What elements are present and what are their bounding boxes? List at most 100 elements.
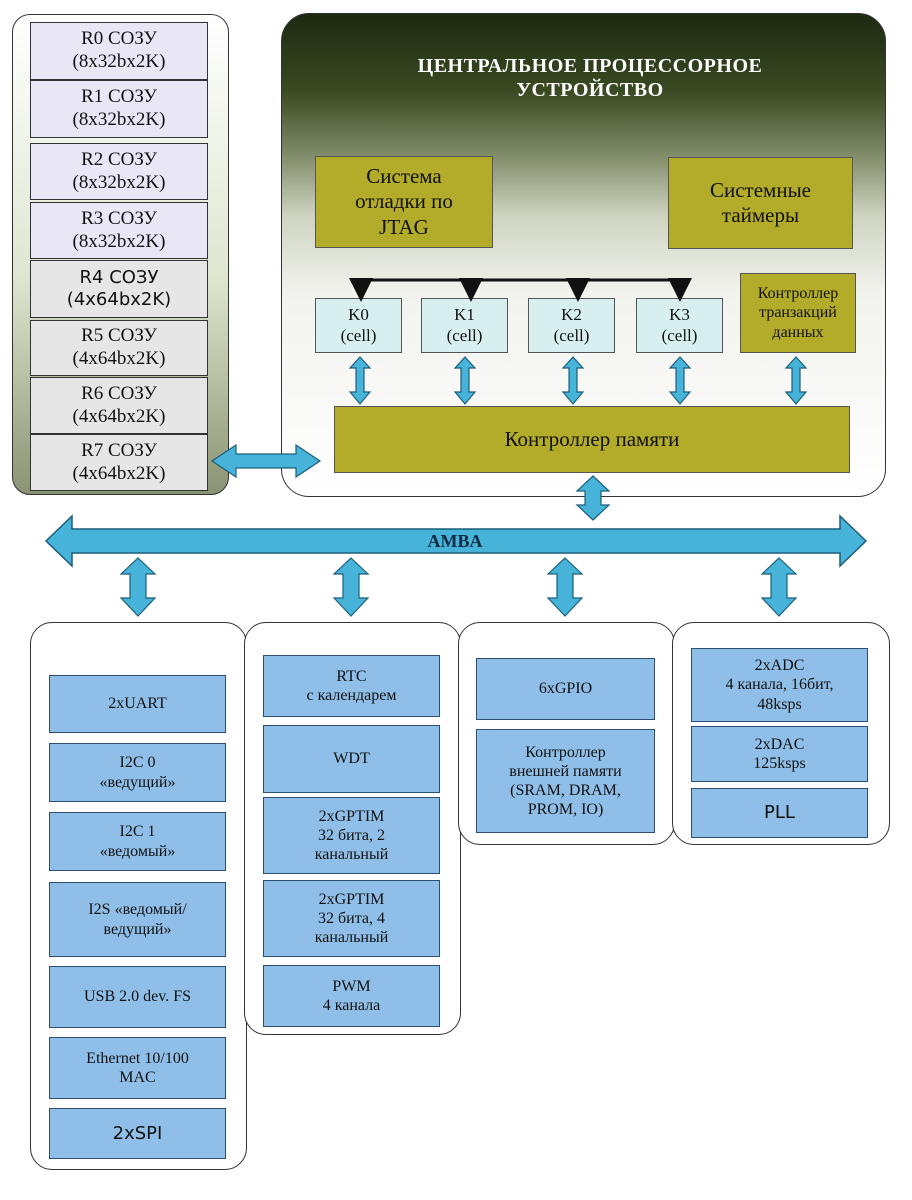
peripheral-label: USB 2.0 dev. FS: [84, 988, 191, 1006]
memory-block-size: (4x64bx2K): [66, 289, 172, 310]
core-sub: (cell): [553, 325, 590, 345]
memory-controller: Контроллер памяти: [334, 406, 850, 473]
memory-block-name: R0 СОЗУ: [81, 28, 157, 50]
peripheral-label: «ведущий»: [99, 773, 176, 791]
memory-controller-amba-arrow: [575, 475, 611, 521]
peripheral-label: 48ksps: [757, 695, 802, 713]
peripheral-label: 125ksps: [753, 755, 806, 772]
transaction-label-line: транзакций: [759, 304, 837, 322]
dac-block: 2xDAC 125ksps: [691, 726, 868, 782]
peripheral-label: I2C 1: [119, 823, 156, 841]
core-k3-arrow: [668, 356, 692, 405]
amba-timers-arrow: [332, 557, 370, 617]
peripheral-label: I2C 0: [119, 754, 156, 772]
memory-block-name: R4 СОЗУ: [79, 267, 159, 289]
peripheral-label: 2xGPTIM: [318, 807, 385, 825]
cpu-title-line: УСТРОЙСТВО: [516, 79, 664, 101]
core-name: K3: [669, 305, 690, 325]
spi-block: 2xSPI: [49, 1108, 226, 1159]
peripheral-label: канальный: [314, 929, 389, 947]
memory-block-r3: R3 СОЗУ(8x32bx2K): [30, 202, 208, 259]
peripheral-label: I2S «ведомый/: [88, 901, 187, 919]
memory-block-r4: R4 СОЗУ(4x64bx2K): [30, 260, 208, 318]
timers-label-line: Системные: [709, 177, 812, 202]
core-sub: (cell): [446, 325, 483, 345]
memory-block-r5: R5 СОЗУ(4x64bx2K): [30, 320, 208, 376]
core-k0: K0(cell): [315, 298, 402, 353]
peripheral-label: PLL: [764, 802, 795, 824]
core-k1-arrow: [453, 356, 477, 405]
memory-controller-label: Контроллер памяти: [504, 427, 680, 451]
jtag-label-line: JTAG: [379, 214, 429, 239]
memory-block-size: (4x64bx2K): [72, 405, 166, 427]
uart-block: 2xUART: [49, 675, 226, 733]
memory-block-name: R2 СОЗУ: [81, 148, 157, 170]
core-k1: K1(cell): [421, 298, 508, 353]
peripheral-label: WDT: [333, 750, 370, 768]
peripheral-label: 2xGPTIM: [318, 890, 385, 908]
peripheral-label: 2xDAC: [754, 735, 805, 753]
core-k2: K2(cell): [528, 298, 615, 353]
memory-block-r2: R2 СОЗУ(8x32bx2K): [30, 143, 208, 200]
i2s-block: I2S «ведомый/ведущий»: [49, 882, 226, 957]
peripheral-label: 4 канала, 16бит,: [725, 676, 834, 694]
peripheral-label: MAC: [119, 1069, 156, 1086]
usb-block: USB 2.0 dev. FS: [49, 966, 226, 1028]
jtag-label-line: отладки по: [355, 189, 453, 214]
core-sub: (cell): [661, 325, 698, 345]
core-name: K1: [454, 305, 475, 325]
amba-bus: [44, 514, 868, 568]
i2c0-block: I2C 0«ведущий»: [49, 743, 226, 802]
amba-label: AMBA: [380, 529, 530, 553]
peripheral-label: 4 канала: [322, 997, 381, 1014]
memory-block-name: R7 СОЗУ: [81, 439, 157, 461]
cpu-title-line: ЦЕНТРАЛЬНОЕ ПРОЦЕССОРНОЕ: [417, 55, 763, 77]
peripheral-label: внешней памяти: [509, 762, 622, 780]
amba-interfaces-arrow: [119, 557, 157, 617]
peripheral-label: PROM, IO): [527, 801, 604, 819]
core-name: K0: [348, 305, 369, 325]
core-name: K2: [561, 305, 582, 325]
transaction-label-line: данных: [772, 323, 824, 341]
core-k0-arrow: [348, 356, 372, 405]
peripheral-label: 32 бита, 2: [318, 826, 385, 844]
memory-block-size: (4x64bx2K): [72, 462, 166, 484]
memory-block-r6: R6 СОЗУ(4x64bx2K): [30, 377, 208, 434]
i2c1-block: I2C 1«ведомый»: [49, 812, 226, 871]
memory-block-name: R5 СОЗУ: [81, 325, 157, 347]
peripheral-label: 6xGPIO: [538, 680, 593, 698]
memory-block-size: (8x32bx2K): [72, 230, 166, 252]
peripheral-label: Ethernet 10/100: [86, 1049, 189, 1067]
amba-analog-arrow: [760, 557, 798, 617]
peripheral-label: 2xSPI: [112, 1122, 163, 1144]
peripheral-label: (SRAM, DRAM,: [510, 782, 621, 799]
timers-label-line: таймеры: [721, 203, 800, 227]
memory-block-size: (8x32bx2K): [72, 51, 166, 72]
memory-block-size: (8x32bx2K): [72, 109, 166, 130]
memory-block-r7: R7 СОЗУ(4x64bx2K): [30, 434, 208, 491]
memory-block-r0: R0 СОЗУ(8x32bx2K): [30, 22, 208, 80]
peripheral-label: «ведомый»: [99, 842, 176, 860]
peripheral-label: 2xUART: [108, 695, 167, 713]
pll-block: PLL: [691, 788, 868, 838]
core-k2-arrow: [561, 356, 585, 405]
memory-block-name: R6 СОЗУ: [81, 382, 157, 404]
memory-block-size: (8x32bx2K): [72, 171, 166, 193]
memory-block-name: R3 СОЗУ: [81, 207, 157, 229]
peripheral-label: 2xADC: [754, 657, 805, 675]
memory-block-r1: R1 СОЗУ(8x32bx2K): [30, 80, 208, 138]
core-sub: (cell): [340, 325, 377, 345]
memory-link-arrow: [210, 443, 322, 479]
memory-block-name: R1 СОЗУ: [81, 86, 157, 108]
transaction-label-line: Контроллер: [757, 285, 839, 303]
